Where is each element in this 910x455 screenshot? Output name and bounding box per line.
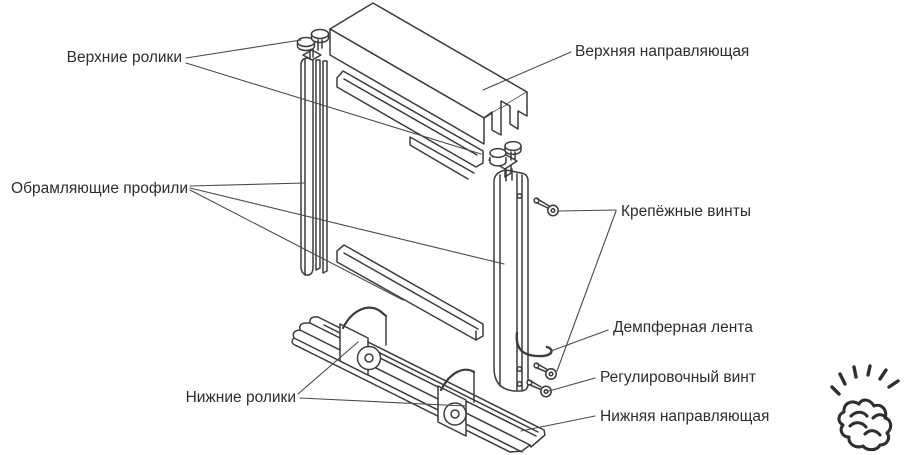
upper-rollers-left-drawing: [296, 28, 330, 61]
label-damper-tape: Демпферная лента: [613, 319, 753, 336]
label-upper-rollers: Верхние ролики: [66, 49, 182, 66]
left-framing-profiles-drawing: [300, 57, 328, 276]
upper-guide-rail-drawing: [329, 2, 528, 145]
lower-roller-2-drawing: [437, 368, 476, 437]
upper-rollers-right-drawing: [488, 140, 522, 178]
label-adjustment-screw: Регулировочный винт: [600, 369, 756, 386]
lower-roller-1-drawing: [339, 306, 388, 376]
adjustment-screw-drawing: [526, 379, 552, 398]
label-lower-rollers: Нижние ролики: [185, 389, 296, 406]
damper-tape-drawing: [515, 331, 553, 358]
right-profile-drawing: [493, 168, 529, 392]
label-fastening-screws: Крепёжные винты: [621, 203, 751, 220]
label-framing-profiles: Обрамляющие профили: [11, 180, 188, 197]
bottom-framing-profile-drawing: [336, 244, 484, 341]
fastening-screw-bottom-drawing: [533, 362, 557, 380]
snapping-fingers-icon: [830, 364, 900, 452]
leader-lines: [185, 39, 617, 432]
label-lower-guide: Нижняя направляющая: [600, 408, 770, 425]
fastening-screw-top-drawing: [533, 197, 559, 217]
label-upper-guide: Верхняя направляющая: [575, 43, 750, 60]
